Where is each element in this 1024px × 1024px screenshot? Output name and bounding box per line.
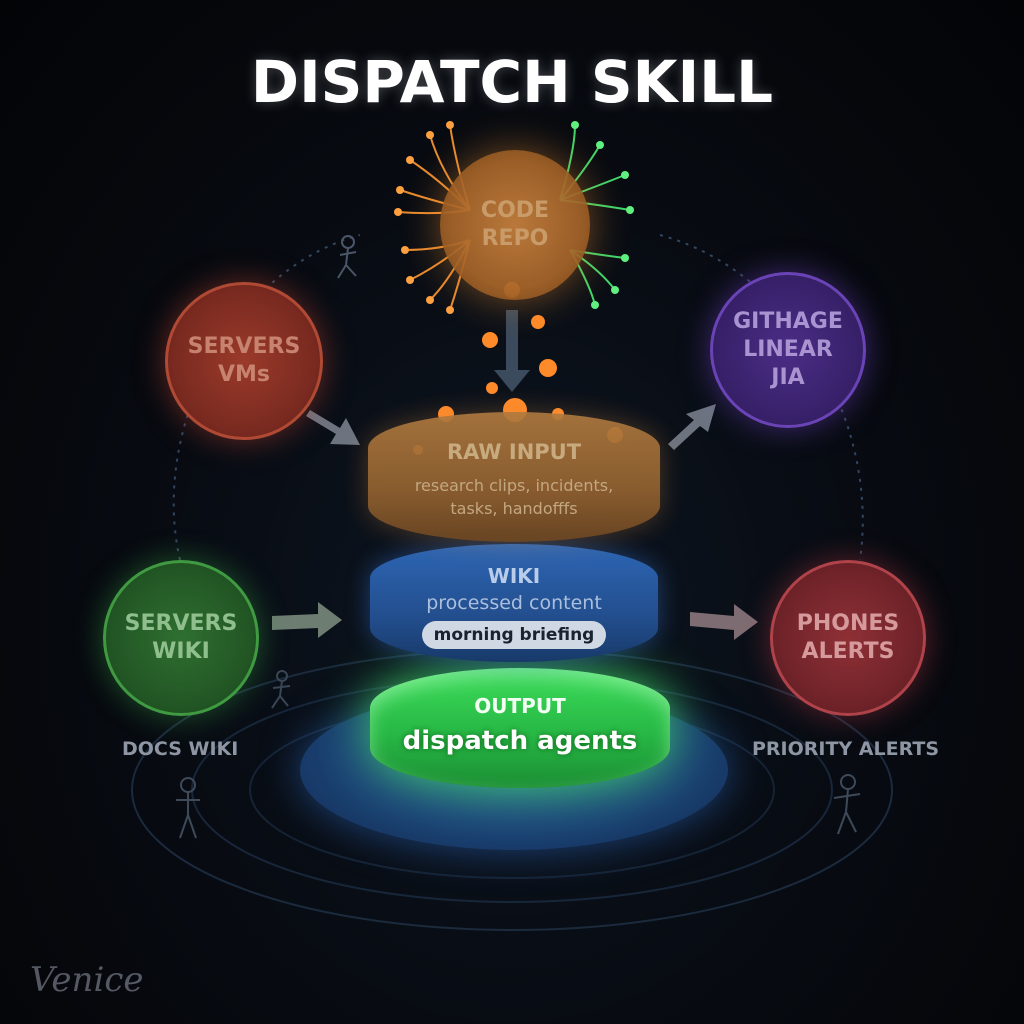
layer-raw-input: RAW INPUT research clips, incidents, tas… <box>368 412 660 542</box>
orbit-path <box>172 234 361 561</box>
node-code-repo: CODE REPO <box>440 150 590 300</box>
morning-briefing-pill: morning briefing <box>422 621 606 649</box>
layer-title: RAW INPUT <box>446 440 582 464</box>
node-phones-alerts: PHONES ALERTS <box>770 560 926 716</box>
network-tree-icon <box>397 124 471 311</box>
layer-output: OUTPUT dispatch agents <box>370 668 670 788</box>
person-figure-icon <box>271 670 291 709</box>
layer-title: OUTPUT <box>474 694 566 718</box>
layer-subtitle: processed content <box>426 592 602 614</box>
node-servers-wiki: SERVERS WIKI <box>103 560 259 716</box>
node-label: GITHAGE <box>733 309 843 334</box>
arrow-icon <box>494 310 530 392</box>
node-label: ALERTS <box>801 639 895 664</box>
node-label: SERVERS <box>124 611 238 636</box>
docs-wiki-label: DOCS WIKI <box>122 738 239 760</box>
arrow-icon <box>668 404 716 450</box>
node-label: PHONES <box>796 611 900 636</box>
node-label: LINEAR <box>743 337 833 362</box>
layer-title: WIKI <box>487 564 541 588</box>
node-label: SERVERS <box>187 334 301 359</box>
node-label: CODE <box>480 198 550 223</box>
node-label: VMs <box>217 362 270 387</box>
layer-subtitle: dispatch agents <box>402 726 638 756</box>
layer-wiki: WIKI processed content morning briefing <box>370 544 658 662</box>
layer-subtitle: research clips, incidents, tasks, handof… <box>414 476 614 518</box>
arrow-icon <box>306 410 360 445</box>
person-figure-icon <box>176 777 200 839</box>
node-label: WIKI <box>152 639 210 664</box>
watermark-logo: Venice <box>30 960 144 1000</box>
network-tree-icon <box>394 121 454 314</box>
orbit-path <box>659 234 864 561</box>
arrow-icon <box>272 602 342 638</box>
person-figure-icon <box>833 774 861 835</box>
priority-alerts-label: PRIORITY ALERTS <box>752 738 940 760</box>
node-servers-vms: SERVERS VMs <box>165 282 323 440</box>
network-tree-icon <box>571 121 634 309</box>
node-label: JIA <box>771 365 805 390</box>
node-issue-trackers: GITHAGE LINEAR JIA <box>710 272 866 428</box>
person-figure-icon <box>337 235 357 279</box>
diagram-title: DISPATCH SKILL <box>250 48 774 116</box>
node-label: REPO <box>481 226 549 251</box>
arrow-icon <box>690 604 758 640</box>
